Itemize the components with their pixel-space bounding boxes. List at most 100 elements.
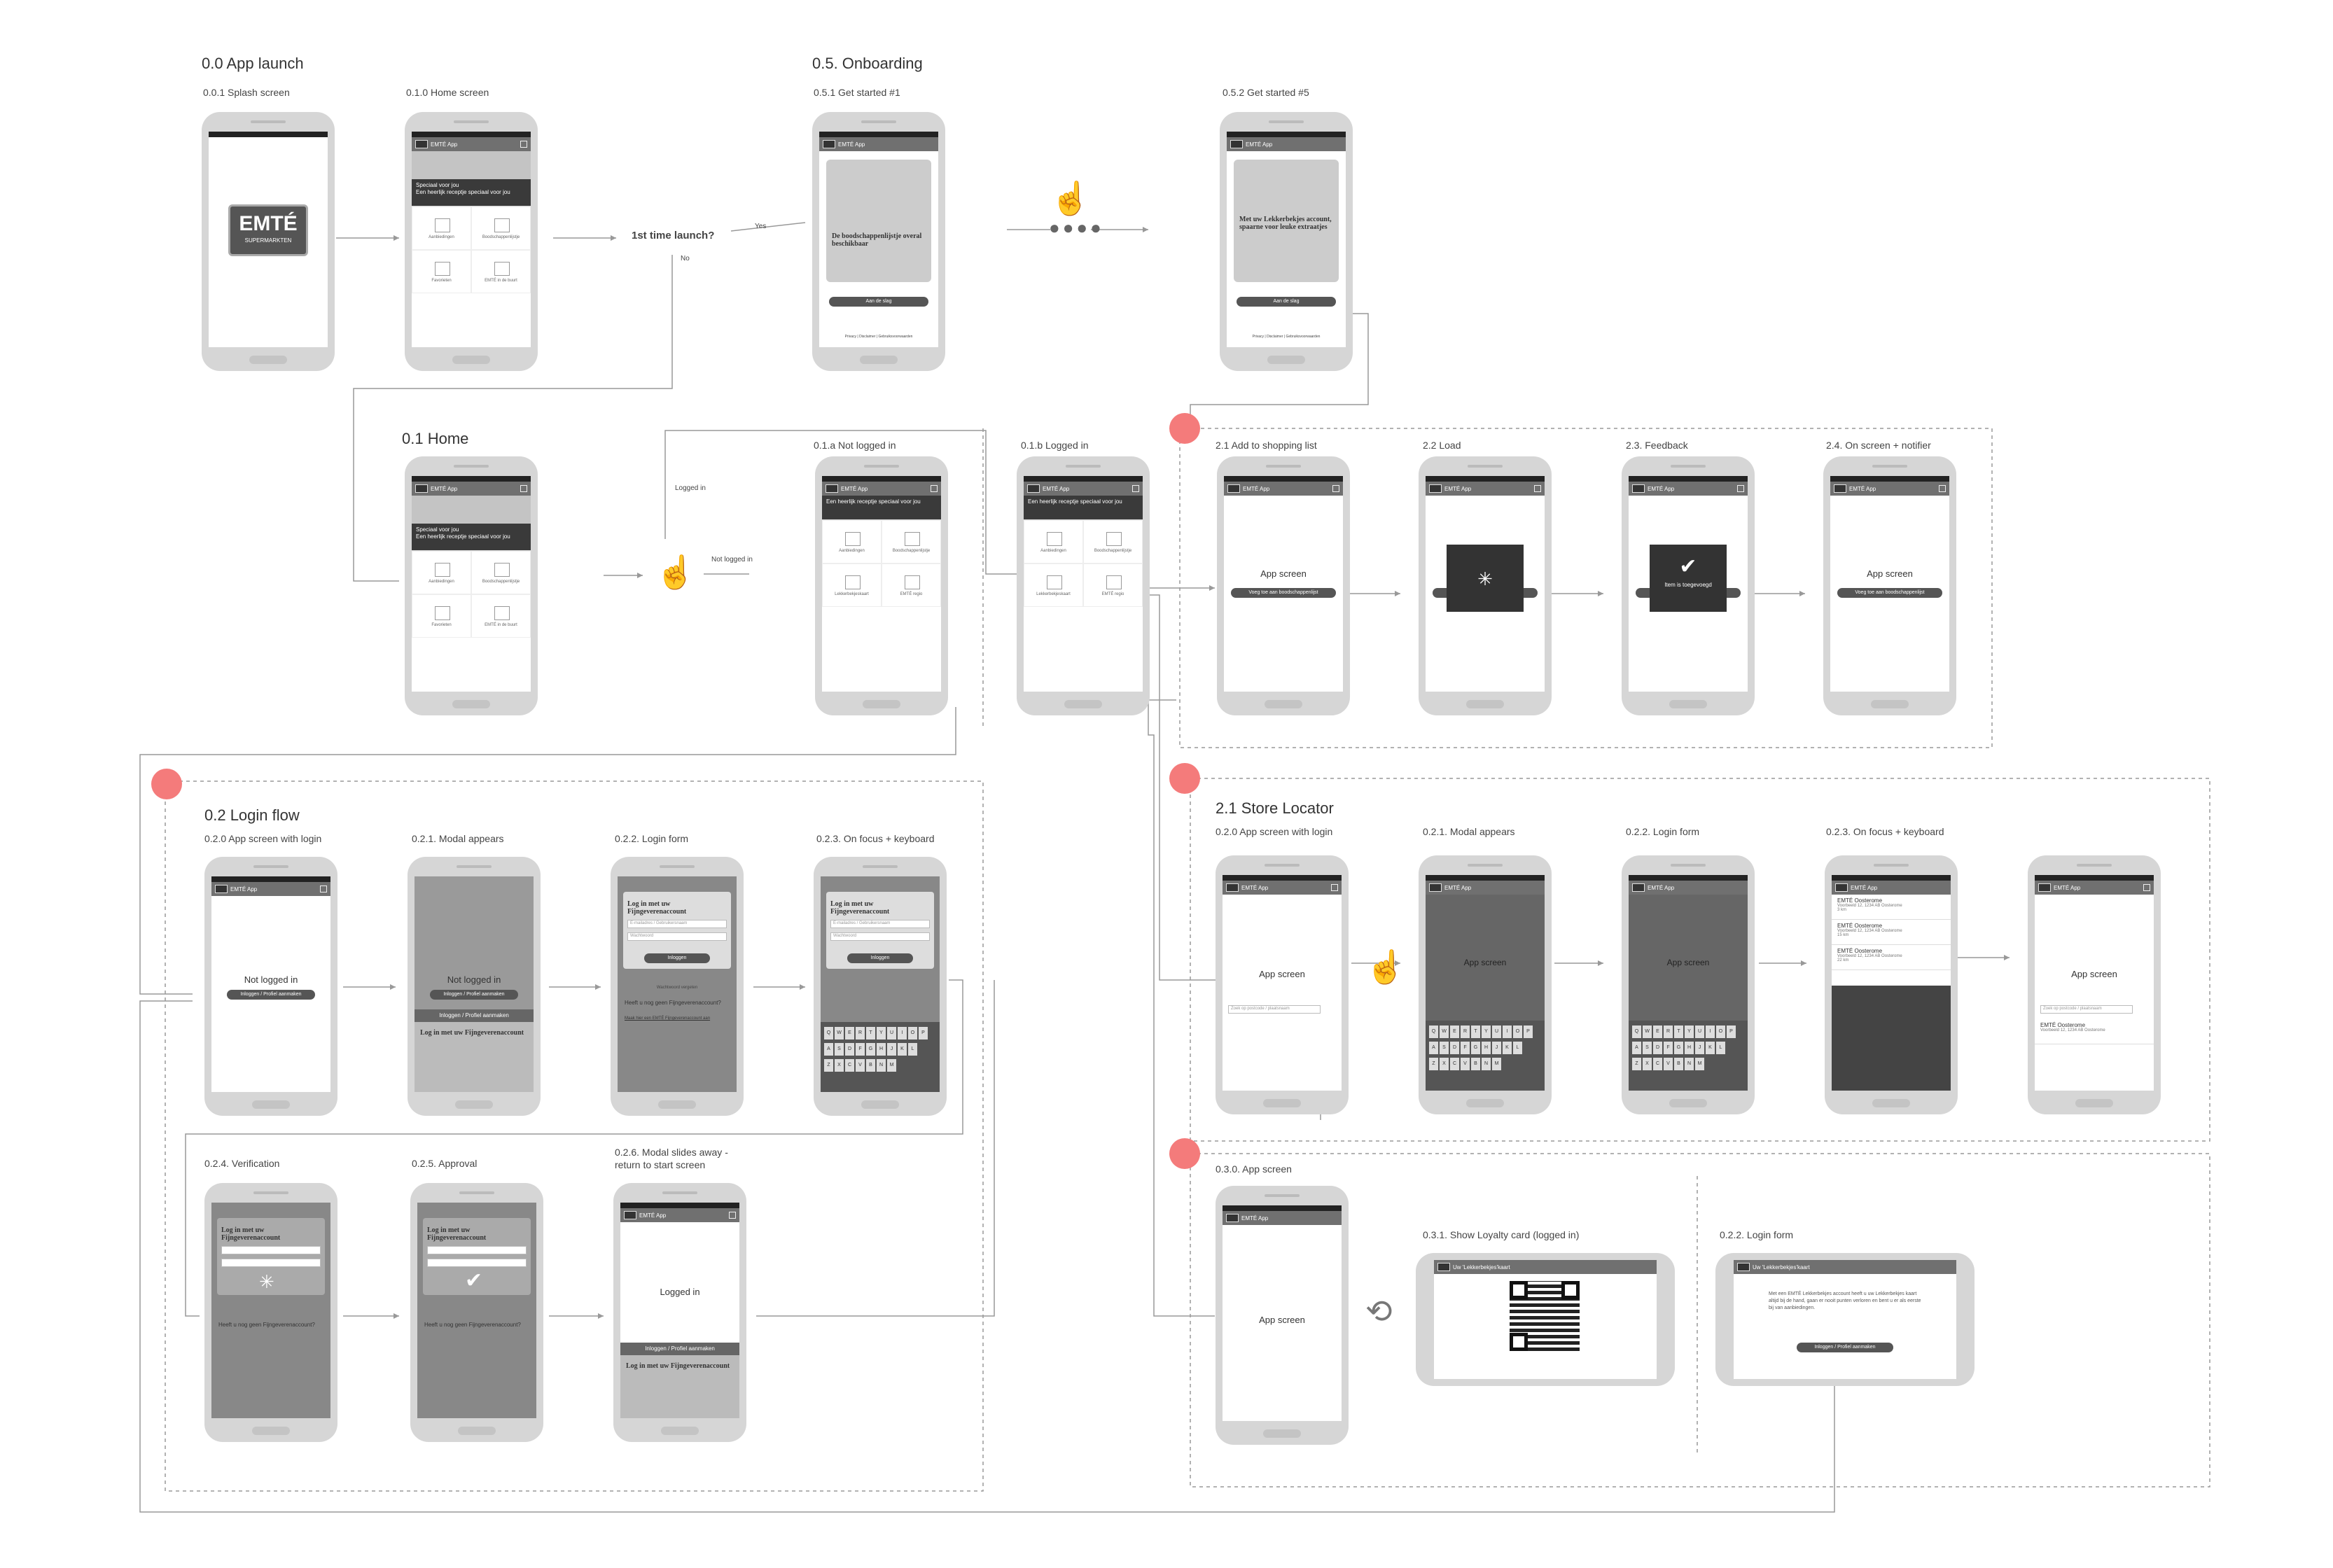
login-submit[interactable]: Inloggen [644,953,710,963]
key[interactable]: K [898,1043,907,1056]
key[interactable]: T [1674,1026,1683,1038]
key[interactable]: O [1513,1026,1522,1038]
key[interactable]: N [1685,1058,1694,1070]
key[interactable]: R [1461,1026,1470,1038]
key[interactable]: D [1450,1042,1459,1054]
key[interactable]: R [1664,1026,1673,1038]
tile[interactable]: Favorieten [412,250,471,293]
key[interactable]: A [1632,1042,1641,1054]
add-to-list-button[interactable]: Voeg toe aan boodschappenlijst [1231,588,1336,598]
key[interactable]: B [1674,1058,1683,1070]
key[interactable]: Y [1685,1026,1694,1038]
key[interactable]: H [1482,1042,1491,1054]
key[interactable]: H [877,1043,886,1056]
key[interactable]: G [866,1043,875,1056]
key[interactable]: J [1492,1042,1501,1054]
key[interactable]: U [1492,1026,1501,1038]
key[interactable]: L [1513,1042,1522,1054]
privacy-links[interactable]: Privacy | Disclaimer | Gebruiksvoorwaard… [844,335,913,339]
login-button[interactable]: Inloggen / Profiel aanmaken [1797,1343,1893,1352]
tile[interactable]: Favorieten [412,594,471,638]
key[interactable]: R [856,1027,865,1040]
key[interactable]: G [1471,1042,1480,1054]
tile[interactable]: Boodschappenlijstje [1083,520,1143,564]
key[interactable]: M [1695,1058,1704,1070]
key[interactable]: N [1482,1058,1491,1070]
key[interactable]: X [1643,1058,1652,1070]
key[interactable]: N [877,1059,886,1072]
key[interactable]: C [1653,1058,1662,1070]
key[interactable]: L [908,1043,917,1056]
tile[interactable]: Aanbiedingen [822,520,882,564]
key[interactable]: X [1440,1058,1449,1070]
tile[interactable]: Aanbiedingen [1024,520,1083,564]
key[interactable]: Q [1429,1026,1438,1038]
key[interactable]: S [1643,1042,1652,1054]
key[interactable]: V [1461,1058,1470,1070]
key[interactable]: C [845,1059,854,1072]
tile[interactable]: Lekkerbekjeskaart [822,564,882,607]
key[interactable]: Z [824,1059,833,1072]
privacy-links[interactable]: Privacy | Disclaimer | Gebruiksvoorwaard… [1252,335,1321,339]
key[interactable]: W [835,1027,844,1040]
key[interactable]: E [1653,1026,1662,1038]
key[interactable]: A [1429,1042,1438,1054]
key[interactable]: S [1440,1042,1449,1054]
tile[interactable]: EMTÉ in de buurt [471,250,531,293]
tile[interactable]: Boodschappenlijstje [882,520,941,564]
key[interactable]: G [1674,1042,1683,1054]
key[interactable]: C [1450,1058,1459,1070]
key[interactable]: W [1643,1026,1652,1038]
tile[interactable]: Boodschappenlijstje [471,206,531,250]
start-button[interactable]: Aan de slag [829,297,928,307]
key[interactable]: I [1503,1026,1512,1038]
start-button[interactable]: Aan de slag [1237,297,1336,307]
key[interactable]: D [1653,1042,1662,1054]
key[interactable]: O [908,1027,917,1040]
key[interactable]: B [866,1059,875,1072]
key[interactable]: Y [1482,1026,1491,1038]
key[interactable]: X [835,1059,844,1072]
key[interactable]: T [1471,1026,1480,1038]
tile[interactable]: Boodschappenlijstje [471,551,531,594]
key[interactable]: B [1471,1058,1480,1070]
key[interactable]: L [1716,1042,1725,1054]
key[interactable]: U [1695,1026,1704,1038]
key[interactable]: V [856,1059,865,1072]
tile[interactable]: Aanbiedingen [412,206,471,250]
key[interactable]: K [1503,1042,1512,1054]
email-field[interactable]: E-mailadres / Gebruikersnaam [627,920,727,928]
create-account-link[interactable]: Maak hier een EMTÉ Fijngeverenaccount aa… [625,1016,711,1021]
key[interactable]: H [1685,1042,1694,1054]
key[interactable]: Q [1632,1026,1641,1038]
key[interactable]: Z [1429,1058,1438,1070]
key[interactable]: O [1716,1026,1725,1038]
key[interactable]: E [1450,1026,1459,1038]
login-button[interactable]: Inloggen / Profiel aanmaken [227,990,315,1000]
key[interactable]: Z [1632,1058,1641,1070]
key[interactable]: I [898,1027,907,1040]
key[interactable]: M [887,1059,896,1072]
key[interactable]: I [1706,1026,1715,1038]
key[interactable]: S [835,1043,844,1056]
key[interactable]: E [845,1027,854,1040]
key[interactable]: D [845,1043,854,1056]
key[interactable]: Y [877,1027,886,1040]
key[interactable]: U [887,1027,896,1040]
key[interactable]: F [856,1043,865,1056]
tile[interactable]: EMTÉ regio [1083,564,1143,607]
key[interactable]: J [887,1043,896,1056]
key[interactable]: P [1727,1026,1736,1038]
key[interactable]: W [1440,1026,1449,1038]
key[interactable]: V [1664,1058,1673,1070]
store-search-input[interactable]: Zoek op postcode / plaatsnaam [1228,1005,1321,1014]
key[interactable]: F [1664,1042,1673,1054]
tile[interactable]: Lekkerbekjeskaart [1024,564,1083,607]
key[interactable]: A [824,1043,833,1056]
